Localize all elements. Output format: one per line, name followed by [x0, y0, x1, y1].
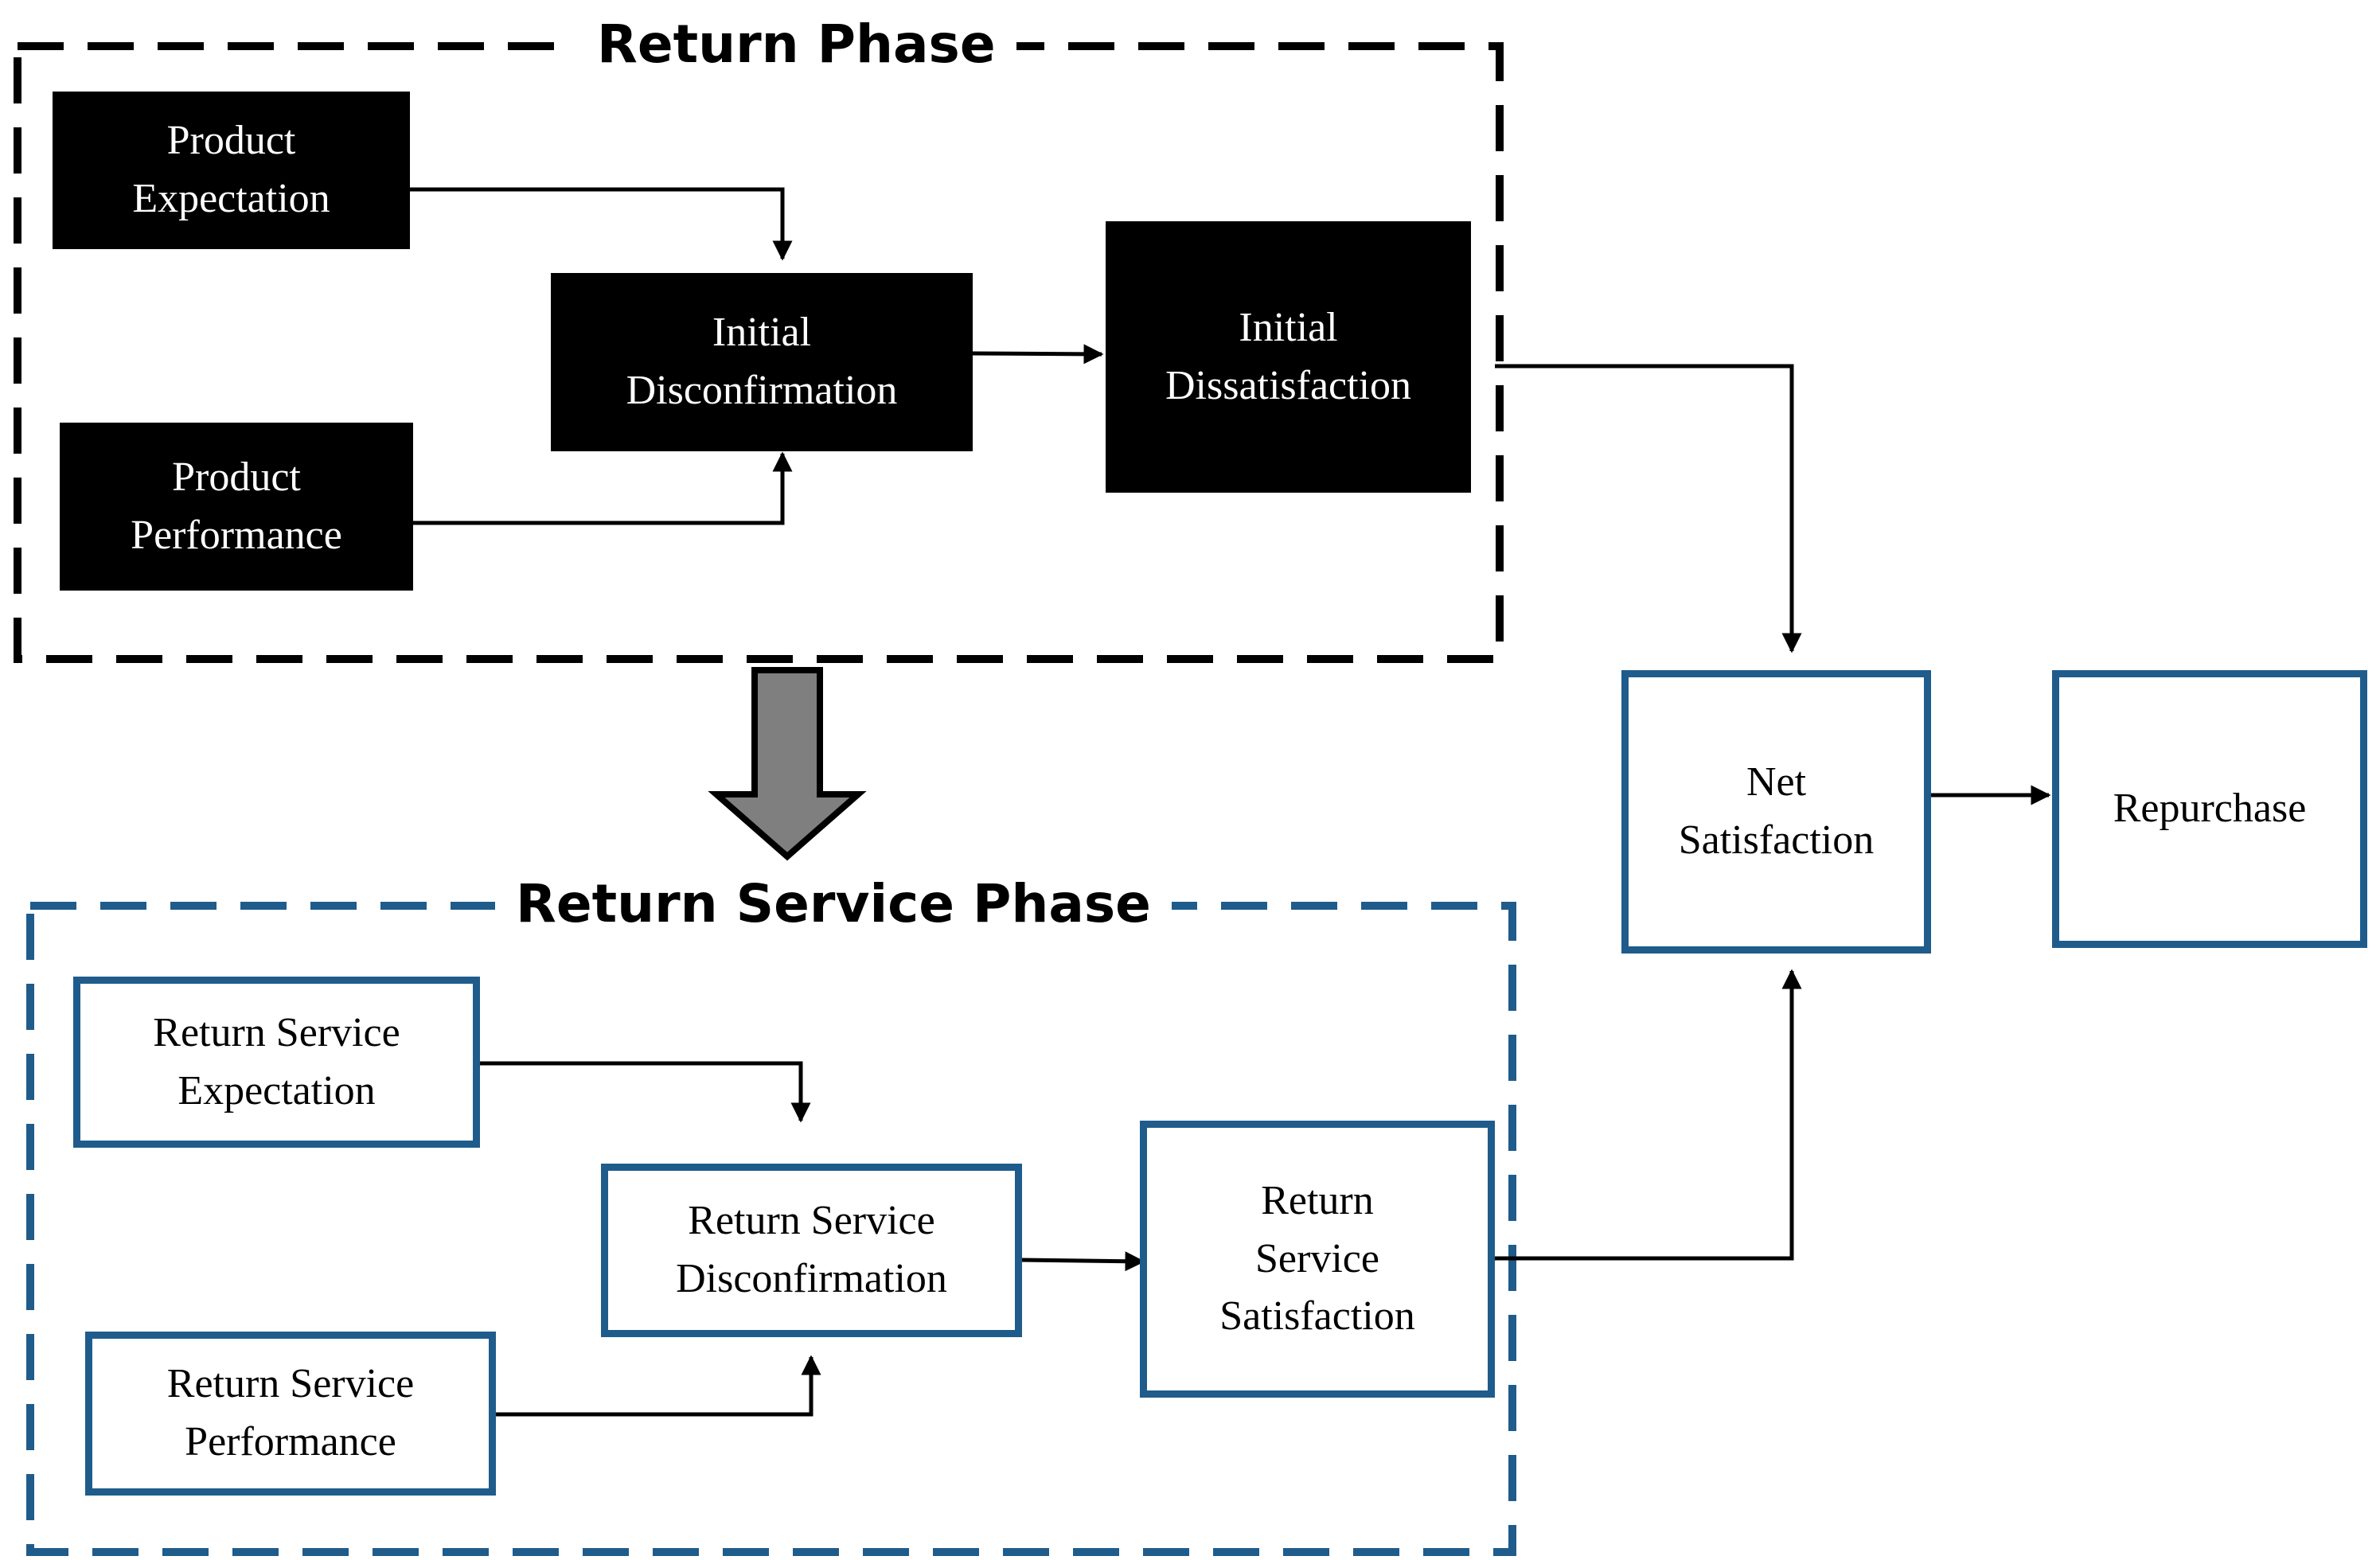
node-return-service-expectation-label: Return Service Expectation [153, 1009, 400, 1113]
arrow-return-service-satisfaction-to-net-satisfaction [1495, 969, 1802, 1261]
node-product-performance-label: Product Performance [131, 454, 342, 558]
node-product-expectation: Product Expectation [53, 92, 410, 249]
arrow-return-service-expectation-to-disconfirmation [480, 1061, 811, 1123]
node-initial-disconfirmation: Initial Disconfirmation [551, 273, 973, 451]
node-repurchase: Repurchase [2052, 670, 2367, 948]
arrow-return-service-performance-to-disconfirmation [496, 1355, 821, 1417]
node-initial-dissatisfaction: Initial Dissatisfaction [1106, 221, 1471, 493]
phase-transition-arrow [708, 667, 867, 861]
arrow-product-performance-to-initial-disconfirmation [413, 451, 793, 525]
arrow-initial-dissatisfaction-to-net-satisfaction [1495, 364, 1802, 653]
arrow-product-expectation-to-initial-disconfirmation [410, 187, 793, 261]
node-return-service-expectation: Return Service Expectation [73, 977, 480, 1148]
node-return-service-disconfirmation: Return Service Disconfirmation [601, 1164, 1022, 1337]
node-product-performance: Product Performance [60, 423, 413, 591]
node-net-satisfaction-label: Net Satisfaction [1678, 759, 1875, 863]
node-initial-disconfirmation-label: Initial Disconfirmation [626, 310, 898, 413]
arrow-initial-disconfirmation-to-initial-dissatisfaction [972, 344, 1104, 365]
node-return-service-performance: Return Service Performance [85, 1332, 496, 1496]
node-repurchase-label: Repurchase [2113, 786, 2307, 832]
return-phase-title: Return Phase [576, 13, 1016, 76]
node-product-expectation-label: Product Expectation [132, 118, 330, 221]
arrow-return-service-disconfirmation-to-satisfaction [1021, 1251, 1145, 1272]
node-initial-dissatisfaction-label: Initial Dissatisfaction [1165, 304, 1412, 408]
return-service-phase-title: Return Service Phase [495, 872, 1172, 936]
node-return-service-disconfirmation-label: Return Service Disconfirmation [676, 1198, 947, 1301]
node-return-service-performance-label: Return Service Performance [166, 1361, 415, 1464]
node-return-service-satisfaction-label: Return Service Satisfaction [1219, 1177, 1415, 1340]
node-return-service-satisfaction: Return Service Satisfaction [1140, 1121, 1495, 1398]
node-net-satisfaction: Net Satisfaction [1621, 670, 1931, 954]
